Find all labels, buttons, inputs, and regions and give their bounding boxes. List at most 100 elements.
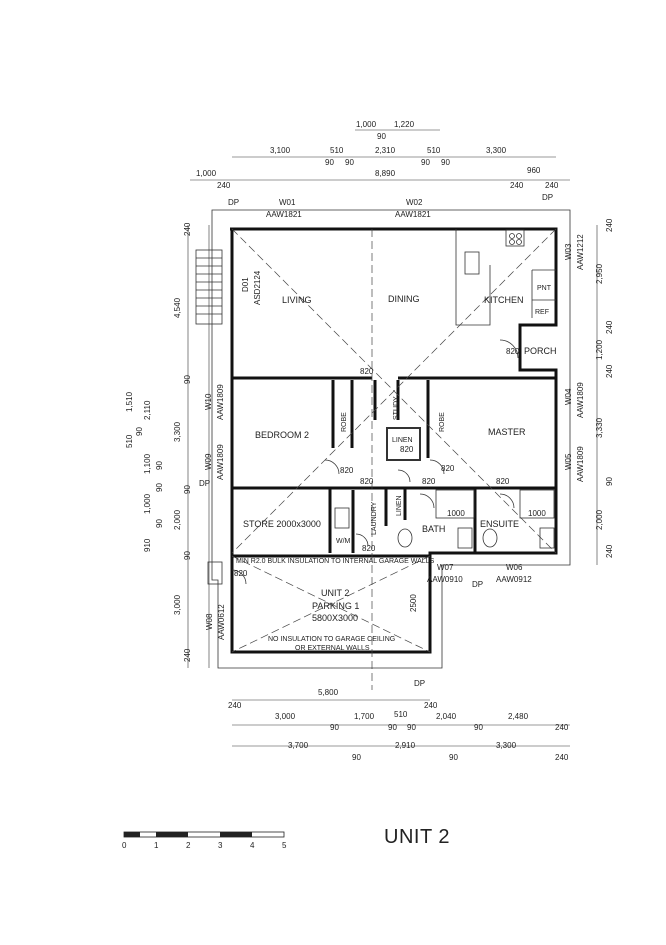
dim-bottom-3e: 3,300	[496, 741, 517, 750]
scale-label-2: 2	[186, 841, 191, 850]
dim-left-m7: 90	[155, 519, 164, 528]
dim-left-7: 90	[183, 551, 192, 560]
dimension-lines	[187, 129, 598, 747]
door-bed2-820: 820	[340, 466, 354, 475]
dim-top-2f: 510	[427, 146, 441, 155]
window-w03-code: AAW1212	[576, 234, 585, 270]
room-store: STORE 2000x3000	[243, 519, 321, 529]
dim-bottom-2b: 90	[330, 723, 339, 732]
dim-bottom-2d: 510	[394, 710, 408, 719]
note-insulation-ceiling-1: NO INSULATION TO GARAGE CEILING	[268, 636, 395, 643]
dim-bottom-1: 5,800	[318, 688, 339, 697]
scale-bar: 0 1 2 3 4 5	[122, 831, 287, 850]
downpipe-s: DP	[472, 580, 483, 589]
room-linen-bottom: LINEN	[396, 495, 403, 516]
dim-bottom-2i: 2,480	[508, 712, 529, 721]
dim-top-2a: 3,100	[270, 146, 291, 155]
scale-label-4: 4	[250, 841, 255, 850]
roof-outline	[211, 209, 571, 669]
dim-top-1c: 1,220	[394, 120, 415, 129]
dim-bottom-2h: 90	[474, 723, 483, 732]
window-w03: W03	[564, 243, 573, 260]
window-w07: W07	[437, 563, 454, 572]
room-pantry: PNT	[537, 285, 552, 292]
dim-bottom-1b: 240	[424, 701, 438, 710]
room-dining: DINING	[388, 294, 420, 304]
note-garage-depth: 2500	[409, 594, 418, 612]
room-master: MASTER	[488, 427, 526, 437]
dim-bottom-3a: 3,700	[288, 741, 309, 750]
dim-left-m5: 90	[155, 483, 164, 492]
room-bedroom-2: BEDROOM 2	[255, 430, 309, 440]
dim-top-2i: 3,300	[486, 146, 507, 155]
window-w07-code: AAW0910	[427, 575, 463, 584]
dim-right-7: 90	[605, 477, 614, 486]
dim-left-1: 240	[183, 222, 192, 236]
dim-top-3f: 240	[545, 181, 559, 190]
window-w09-code: AAW1809	[216, 444, 225, 480]
dim-left-4: 3,300	[173, 421, 182, 442]
room-fridge: REF	[535, 309, 549, 316]
dim-right-2: 2,950	[595, 263, 604, 284]
dim-top-3a: 1,000	[196, 169, 217, 178]
dim-left-2: 4,540	[173, 297, 182, 318]
window-w04: W04	[564, 388, 573, 405]
door-bath-820: 820	[422, 477, 436, 486]
dims-bottom: 5,800 240 240 3,000 90 1,700 510 90 90 2…	[228, 688, 569, 762]
window-w02: W02	[406, 198, 423, 207]
dim-right-6: 3,330	[595, 417, 604, 438]
dim-left-m9: 510	[125, 434, 134, 448]
dim-right-9: 240	[605, 544, 614, 558]
dim-top-3d: 960	[527, 166, 541, 175]
dim-right-5: 240	[605, 364, 614, 378]
room-wm: W/M	[336, 538, 351, 545]
drawing-title: UNIT 2	[384, 826, 450, 848]
window-w04-code: AAW1809	[576, 382, 585, 418]
dim-left-3: 90	[183, 375, 192, 384]
dim-top-3e: 240	[510, 181, 524, 190]
window-labels: W01 AAW1821 W02 AAW1821 W03 AAW1212 W04 …	[204, 198, 585, 640]
dim-top-2c: 90	[325, 158, 334, 167]
room-study: STUDY	[393, 396, 400, 420]
room-living: LIVING	[282, 295, 312, 305]
door-hall-820: 820	[360, 477, 374, 486]
dim-bottom-2g: 2,040	[436, 712, 457, 721]
dim-left-5: 90	[183, 485, 192, 494]
downpipe-sw: DP	[414, 679, 425, 688]
dim-top-2d: 90	[345, 158, 354, 167]
dim-left-m3: 90	[135, 427, 144, 436]
room-labels: LIVING DINING KITCHEN PNT REF PORCH STUD…	[243, 285, 557, 623]
room-ensuite: ENSUITE	[480, 519, 519, 529]
dim-right-8: 2,000	[595, 509, 604, 530]
parking-name: PARKING 1	[312, 601, 359, 611]
room-robe-right: ROBE	[439, 412, 446, 432]
window-w06-code: AAW0912	[496, 575, 532, 584]
window-w01: W01	[279, 198, 296, 207]
dim-bottom-2c: 1,700	[354, 712, 375, 721]
roof-diagonals	[231, 228, 557, 690]
dim-left-9: 240	[183, 648, 192, 662]
door-swings	[231, 339, 519, 585]
downpipe-nw: DP	[228, 198, 239, 207]
downpipe-w: DP	[199, 479, 210, 488]
door-ensuite-820: 820	[496, 477, 510, 486]
door-linen-820: 820	[400, 445, 414, 454]
scale-label-5: 5	[282, 841, 287, 850]
dim-top-1a: 1,000	[356, 120, 377, 129]
dim-bottom-2j: 240	[555, 723, 569, 732]
dim-right-1: 240	[605, 218, 614, 232]
window-w06: W06	[506, 563, 523, 572]
door-porch-820: 820	[506, 347, 520, 356]
dim-top-3b: 240	[217, 181, 231, 190]
dim-left-m6: 1,000	[143, 493, 152, 514]
parking-size: 5800X3000	[312, 613, 358, 623]
scale-label-0: 0	[122, 841, 127, 850]
door-master-820: 820	[441, 464, 455, 473]
dim-top-1b: 90	[377, 132, 386, 141]
door-laundry-820: 820	[362, 544, 376, 553]
dim-left-6: 2,000	[173, 509, 182, 530]
room-kitchen: KITCHEN	[484, 295, 524, 305]
dim-left-m4: 1,100	[143, 453, 152, 474]
dim-top-2g: 90	[421, 158, 430, 167]
